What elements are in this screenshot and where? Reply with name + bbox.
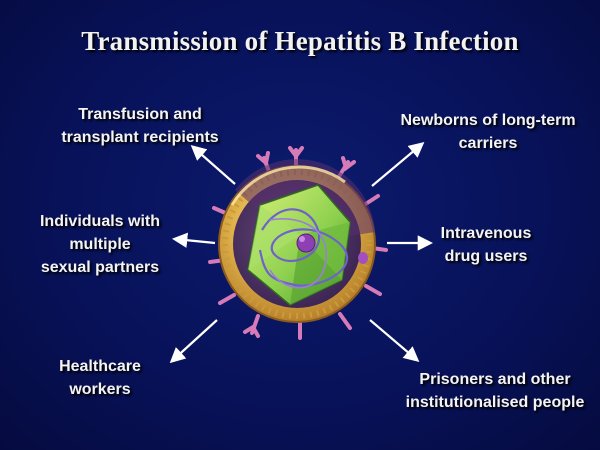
hepatitis-b-virus-cutaway-icon: [208, 146, 388, 340]
group-transfusion-transplant: Transfusion and transplant recipients: [40, 103, 240, 149]
group-healthcare-workers: Healthcare workers: [40, 355, 160, 401]
group-label-line: carriers: [458, 135, 518, 152]
group-label-line: Individuals with: [39, 213, 160, 230]
arrow-top-right: [371, 142, 425, 187]
group-prisoners-institutionalised: Prisoners and other institutionalised pe…: [395, 368, 595, 414]
group-multiple-partners: Individuals with multiple sexual partner…: [25, 210, 175, 279]
group-label-line: institutionalised people: [405, 394, 585, 411]
group-label-line: Healthcare: [59, 358, 141, 375]
arrow-top-left: [190, 144, 236, 185]
group-label-line: workers: [69, 381, 131, 398]
arrow-bottom-right: [369, 319, 420, 362]
group-label-line: Newborns of long-term: [400, 112, 576, 129]
group-label-line: Transfusion and: [78, 106, 202, 123]
slide-title: Transmission of Hepatitis B Infection: [81, 26, 519, 56]
arrow-bottom-left: [169, 319, 218, 364]
group-iv-drug-users: Intravenous drug users: [436, 222, 536, 268]
group-label-line: sexual partners: [40, 259, 160, 276]
group-label-line: multiple: [69, 236, 131, 253]
group-label-line: drug users: [444, 248, 528, 265]
group-label-line: transplant recipients: [61, 129, 219, 146]
group-newborns-carriers: Newborns of long-term carriers: [388, 109, 588, 155]
group-label-line: Intravenous: [440, 225, 532, 242]
arrows: [169, 142, 434, 364]
arrow-mid-left: [171, 232, 216, 248]
group-label-line: Prisoners and other: [419, 371, 571, 388]
